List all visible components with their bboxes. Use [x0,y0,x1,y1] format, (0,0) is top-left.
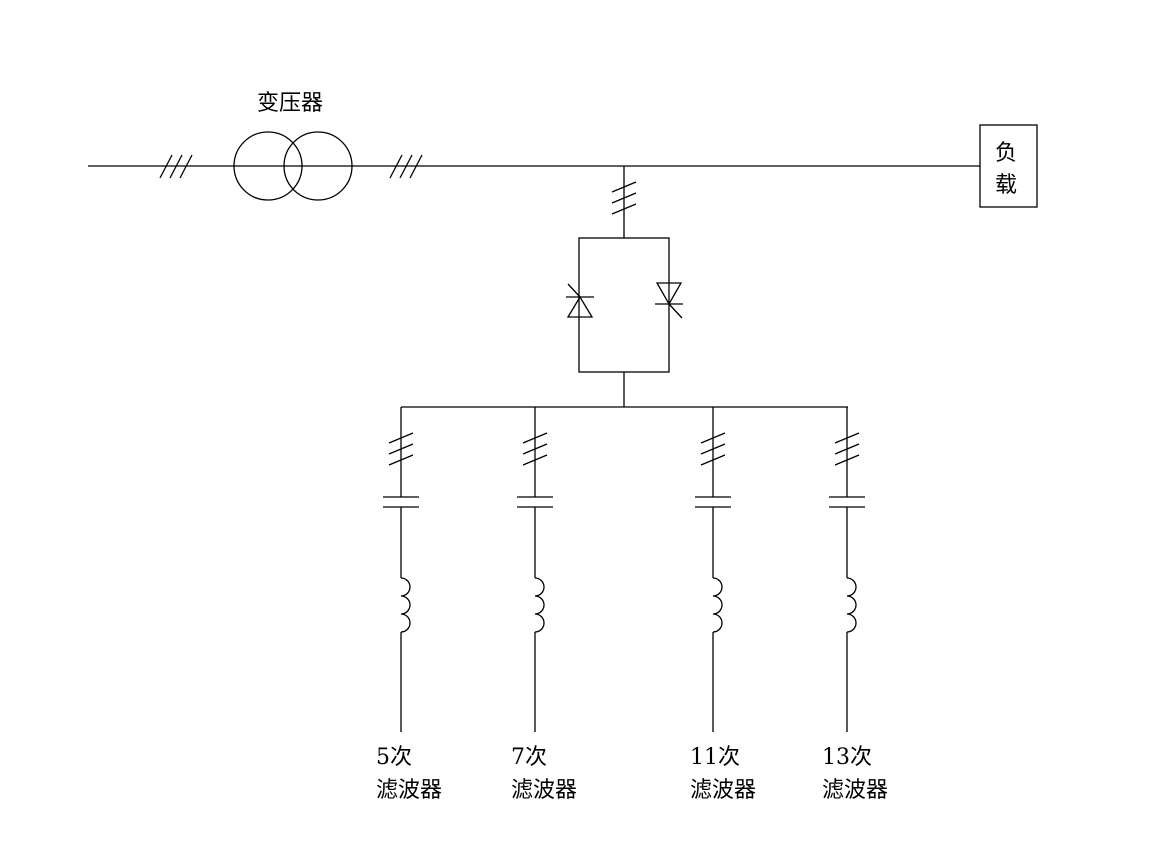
inductor-icon [534,577,545,633]
three-phase-marker-output [389,154,423,179]
filter-order-label: 5次 [376,745,412,770]
three-phase-tick [388,432,414,444]
load-label-line2: 载 [995,173,1017,198]
load-box [979,124,1038,208]
load-label-line1: 负 [995,141,1017,166]
three-phase-tick [388,443,414,455]
filter-branch [383,407,419,732]
filter-name-label: 滤波器 [690,778,756,803]
three-phase-tick [700,443,726,455]
filter-branch [517,407,553,732]
transformer-label: 变压器 [257,91,323,116]
filter-branch [695,407,731,732]
thyristor-up-icon [566,283,594,318]
three-phase-tick [700,454,726,466]
filter-name-label: 滤波器 [511,778,577,803]
filter-order-label: 13次 [822,745,872,770]
transformer-symbol [233,131,353,201]
filter-branch [829,407,865,732]
inductor-icon [400,577,411,633]
three-phase-tick [834,443,860,455]
filter-name-label: 滤波器 [822,778,888,803]
thyristor-switch-box [578,237,670,373]
filter-branches [383,407,865,732]
filter-order-label: 11次 [690,745,740,770]
three-phase-tick [700,432,726,444]
three-phase-tick [522,443,548,455]
three-phase-tick [522,454,548,466]
three-phase-tick [834,454,860,466]
filter-name-label: 滤波器 [376,778,442,803]
three-phase-tick [834,432,860,444]
inductor-icon [846,577,857,633]
three-phase-tick [522,432,548,444]
inductor-icon [712,577,723,633]
three-phase-marker-branch [611,181,637,215]
filter-order-label: 7次 [511,745,547,770]
three-phase-tick [388,454,414,466]
three-phase-marker-input [159,154,193,179]
thyristor-down-icon [655,282,683,319]
